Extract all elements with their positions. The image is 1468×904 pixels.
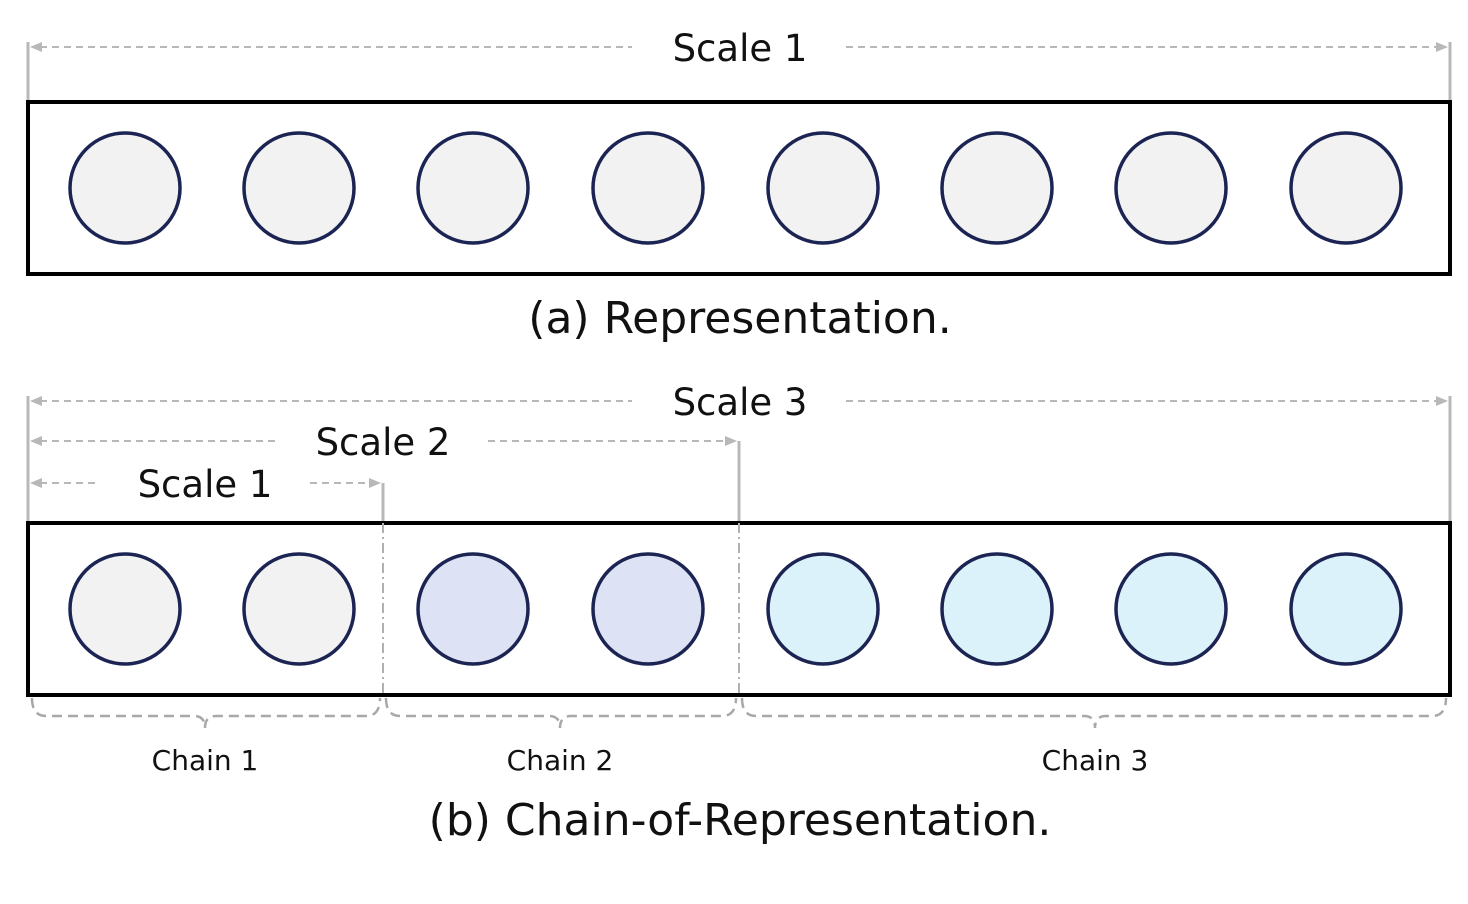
scale-3-label: Scale 3 — [673, 381, 808, 424]
caption-a: (a) Representation. — [528, 293, 951, 344]
chain-node-6 — [940, 552, 1054, 666]
chain-nodes — [68, 552, 1403, 666]
chain-node-7 — [1114, 552, 1228, 666]
chain-2-label: Chain 2 — [507, 744, 614, 777]
chain-node-4 — [591, 552, 705, 666]
representation-node-1 — [68, 131, 182, 245]
representation-node-3 — [416, 131, 530, 245]
chain-1-brace — [30, 697, 382, 729]
representation-node-8 — [1289, 131, 1403, 245]
chain-node-3 — [416, 552, 530, 666]
chain-node-1 — [68, 552, 182, 666]
representation-node-6 — [940, 131, 1054, 245]
panel-b: Scale 3 Scale 2 Scale 1 Chain 1 — [26, 381, 1452, 846]
chain-1-label: Chain 1 — [152, 744, 259, 777]
chain-node-8 — [1289, 552, 1403, 666]
representation-node-4 — [591, 131, 705, 245]
representation-node-5 — [766, 131, 880, 245]
chain-node-2 — [242, 552, 356, 666]
caption-b: (b) Chain-of-Representation. — [429, 795, 1052, 846]
panel-a: Scale 1 (a) Representation. — [26, 27, 1452, 344]
chain-3-label: Chain 3 — [1042, 744, 1149, 777]
representation-node-2 — [242, 131, 356, 245]
representation-node-7 — [1114, 131, 1228, 245]
scale-1b-span: Scale 1 — [30, 463, 385, 523]
chain-3-brace — [740, 697, 1448, 729]
scale-2-span: Scale 2 — [30, 421, 741, 523]
scale-2-label: Scale 2 — [316, 421, 451, 464]
representation-nodes — [68, 131, 1403, 245]
chain-2-brace — [384, 697, 738, 729]
scale-1b-label: Scale 1 — [138, 463, 273, 506]
scale-1-span: Scale 1 — [26, 27, 1452, 102]
scale-1-label: Scale 1 — [673, 27, 808, 70]
representation-box — [26, 100, 1452, 276]
chain-node-5 — [766, 552, 880, 666]
scale-3-span: Scale 3 — [26, 381, 1452, 523]
